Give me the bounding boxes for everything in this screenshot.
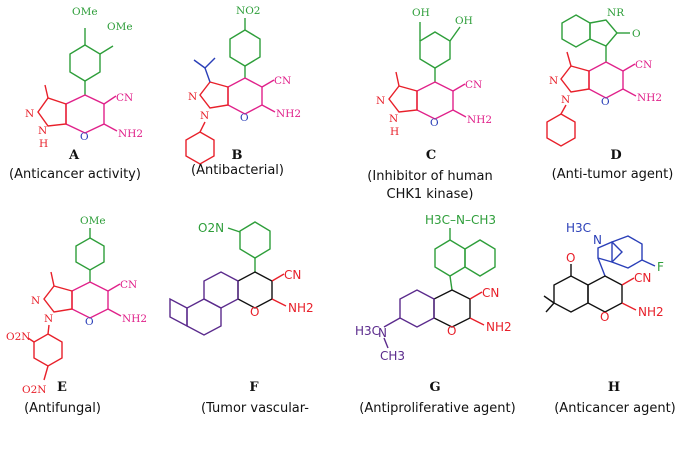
compound-f-label: F bbox=[249, 380, 259, 395]
d-n1: N bbox=[549, 75, 558, 87]
c-oh-1: OH bbox=[412, 7, 430, 19]
f-o: O bbox=[250, 305, 259, 319]
c-cn: CN bbox=[465, 79, 482, 91]
e-n1: N bbox=[31, 295, 40, 307]
h-n: N bbox=[593, 233, 602, 247]
compound-c-caption-line2: CHK1 kinase) bbox=[386, 187, 474, 202]
c-n2: N bbox=[389, 113, 398, 125]
e-cn: CN bbox=[120, 279, 137, 291]
e-no2-b: O2N bbox=[22, 384, 46, 396]
g-cn: CN bbox=[482, 286, 499, 300]
compound-b-caption: (Antibacterial) bbox=[191, 163, 284, 178]
e-o: O bbox=[85, 316, 94, 328]
compound-e-label: E bbox=[57, 380, 67, 395]
h-h3c: H3C bbox=[566, 221, 591, 235]
compound-f-structure: O2N CN NH2 O bbox=[169, 221, 314, 336]
f-no2: O2N bbox=[198, 221, 224, 235]
d-cn: CN bbox=[635, 59, 652, 71]
compound-h-label: H bbox=[607, 380, 621, 395]
g-o: O bbox=[447, 324, 456, 338]
b-no2: NO2 bbox=[236, 5, 260, 17]
h-o: O bbox=[600, 310, 609, 324]
d-o: O bbox=[601, 96, 610, 108]
compound-c-label: C bbox=[425, 148, 437, 163]
compound-a-caption: (Anticancer activity) bbox=[9, 167, 141, 182]
compound-g-label: G bbox=[429, 380, 441, 395]
d-o-top: O bbox=[632, 28, 641, 40]
h-cn: CN bbox=[634, 271, 651, 285]
c-n1: N bbox=[376, 95, 385, 107]
h-o-top: O bbox=[566, 251, 575, 265]
d-nh2: NH2 bbox=[637, 92, 662, 104]
a-nh2: NH2 bbox=[118, 128, 143, 140]
a-n1: N bbox=[25, 108, 34, 120]
b-n1: N bbox=[188, 91, 197, 103]
compound-g-structure: H3C–N–CH3 CN NH2 O H3C N CH3 bbox=[355, 213, 512, 363]
d-n2: N bbox=[561, 94, 570, 106]
e-ome: OMe bbox=[80, 215, 106, 227]
g-h3c: H3C bbox=[355, 324, 380, 338]
compound-d-caption: (Anti-tumor agent) bbox=[551, 167, 674, 182]
compound-f-caption: (Tumor vascular- bbox=[201, 401, 309, 416]
c-o: O bbox=[430, 117, 439, 129]
b-n2: N bbox=[200, 110, 209, 122]
b-cn: CN bbox=[274, 75, 291, 87]
compound-b-structure: NO2 CN NH2 N N O bbox=[185, 5, 301, 165]
g-nh2: NH2 bbox=[486, 320, 512, 334]
compound-a-label: A bbox=[68, 148, 80, 163]
compound-e-structure: OMe CN NH2 N N O O2N O2N bbox=[6, 215, 147, 396]
a-ome-1: OMe bbox=[72, 6, 98, 18]
a-cn: CN bbox=[116, 92, 133, 104]
d-nr: NR bbox=[607, 7, 625, 19]
e-no2-a: O2N bbox=[6, 331, 30, 343]
b-nh2: NH2 bbox=[276, 108, 301, 120]
e-nh2: NH2 bbox=[122, 313, 147, 325]
g-nme2-top: H3C–N–CH3 bbox=[425, 213, 496, 227]
h-f: F bbox=[657, 260, 664, 274]
g-ch3: CH3 bbox=[380, 349, 405, 363]
a-h: H bbox=[39, 138, 48, 150]
compound-d-label: D bbox=[610, 148, 622, 163]
c-h: H bbox=[390, 126, 399, 138]
b-o: O bbox=[240, 112, 249, 124]
compound-d-structure: NR O CN NH2 N N O bbox=[546, 7, 662, 147]
compound-c-caption-line1: (Inhibitor of human bbox=[367, 169, 493, 184]
c-oh-2: OH bbox=[455, 15, 473, 27]
a-o: O bbox=[80, 131, 89, 143]
h-nh2: NH2 bbox=[638, 305, 664, 319]
e-n2: N bbox=[44, 313, 53, 325]
c-nh2: NH2 bbox=[467, 114, 492, 126]
a-ome-2: OMe bbox=[107, 21, 133, 33]
compound-g-caption: (Antiproliferative agent) bbox=[359, 401, 516, 416]
compound-b-label: B bbox=[231, 148, 243, 163]
compound-c-structure: OH OH CN NH2 N N H O bbox=[376, 7, 492, 138]
compound-a-structure: OMe OMe CN NH2 N N H O bbox=[25, 6, 143, 150]
compound-e-caption: (Antifungal) bbox=[24, 401, 101, 416]
a-n2: N bbox=[38, 125, 47, 137]
g-n: N bbox=[378, 326, 387, 340]
f-cn: CN bbox=[284, 268, 301, 282]
compound-h-caption: (Anticancer agent) bbox=[554, 401, 676, 416]
f-nh2: NH2 bbox=[288, 301, 314, 315]
compound-h-structure: H3C N F CN NH2 O O bbox=[543, 221, 664, 324]
